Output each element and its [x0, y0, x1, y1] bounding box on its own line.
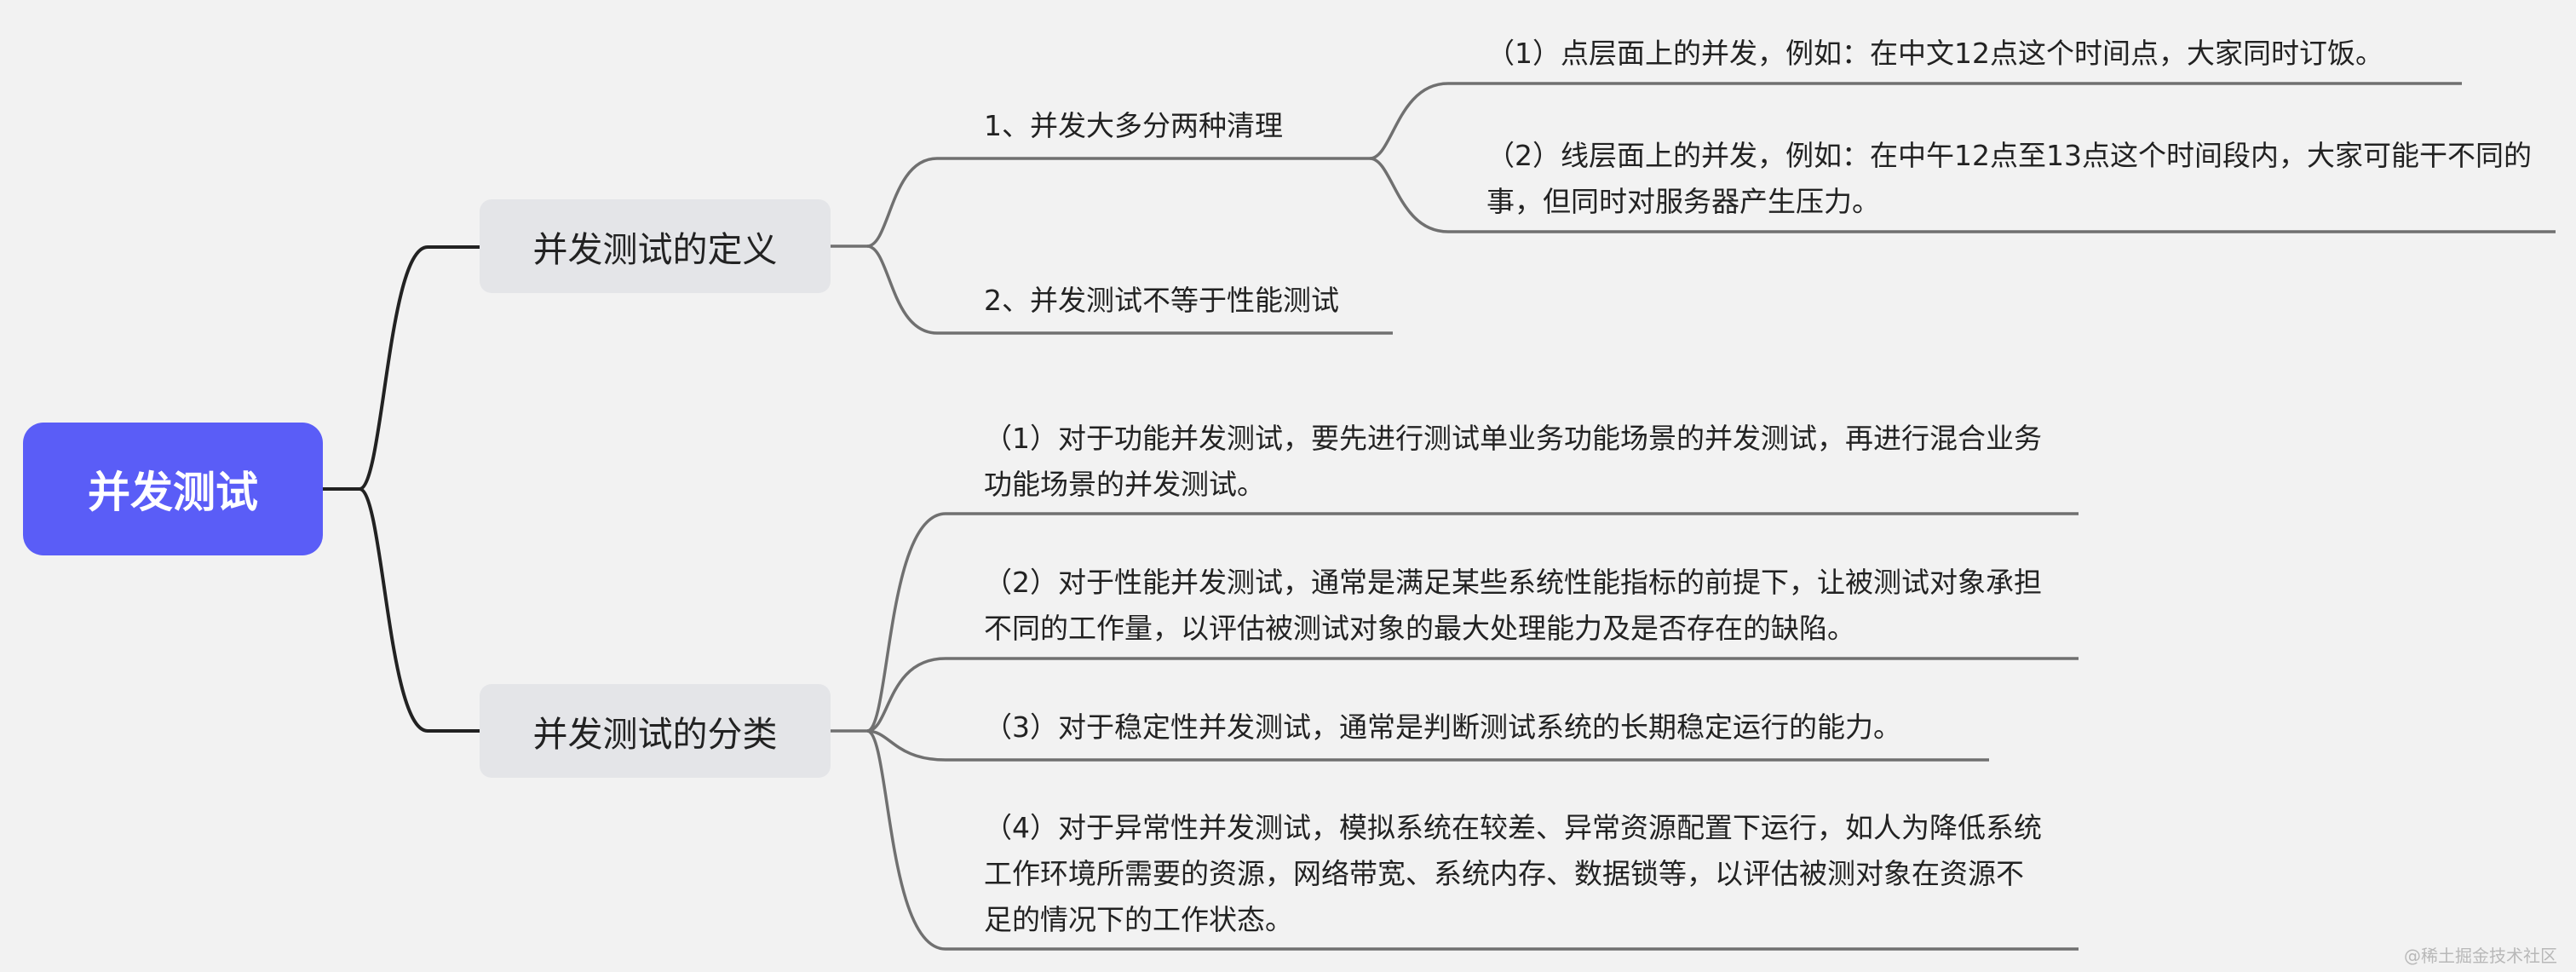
definition-item-2[interactable]: 2、并发测试不等于性能测试 — [984, 284, 1339, 317]
classification-item-2[interactable]: （2）对于性能并发测试，通常是满足某些系统性能指标的前提下，让被测试对象承担不同… — [984, 566, 2042, 645]
definition-subitem-1[interactable]: （1）点层面上的并发，例如：在中文12点这个时间点，大家同时订饭。 — [1486, 37, 2383, 70]
watermark: @稀土掘金技术社区 — [2404, 946, 2557, 966]
classification-item-3[interactable]: （3）对于稳定性并发测试，通常是判断测试系统的长期稳定运行的能力。 — [984, 710, 1901, 744]
definition-item-1[interactable]: 1、并发大多分两种清理 — [984, 109, 1283, 142]
classification-item-1[interactable]: （1）对于功能并发测试，要先进行测试单业务功能场景的并发测试，再进行混合业务功能… — [984, 422, 2042, 501]
branch-classification[interactable]: 并发测试的分类 — [480, 684, 831, 778]
branch-definition[interactable]: 并发测试的定义 — [480, 199, 831, 293]
classification-item-4[interactable]: （4）对于异常性并发测试，模拟系统在较差、异常资源配置下运行，如人为降低系统工作… — [984, 811, 2042, 936]
definition-subitem-2[interactable]: （2）线层面上的并发，例如：在中午12点至13点这个时间段内，大家可能干不同的事… — [1486, 139, 2532, 218]
root-node[interactable]: 并发测试 — [23, 423, 323, 555]
